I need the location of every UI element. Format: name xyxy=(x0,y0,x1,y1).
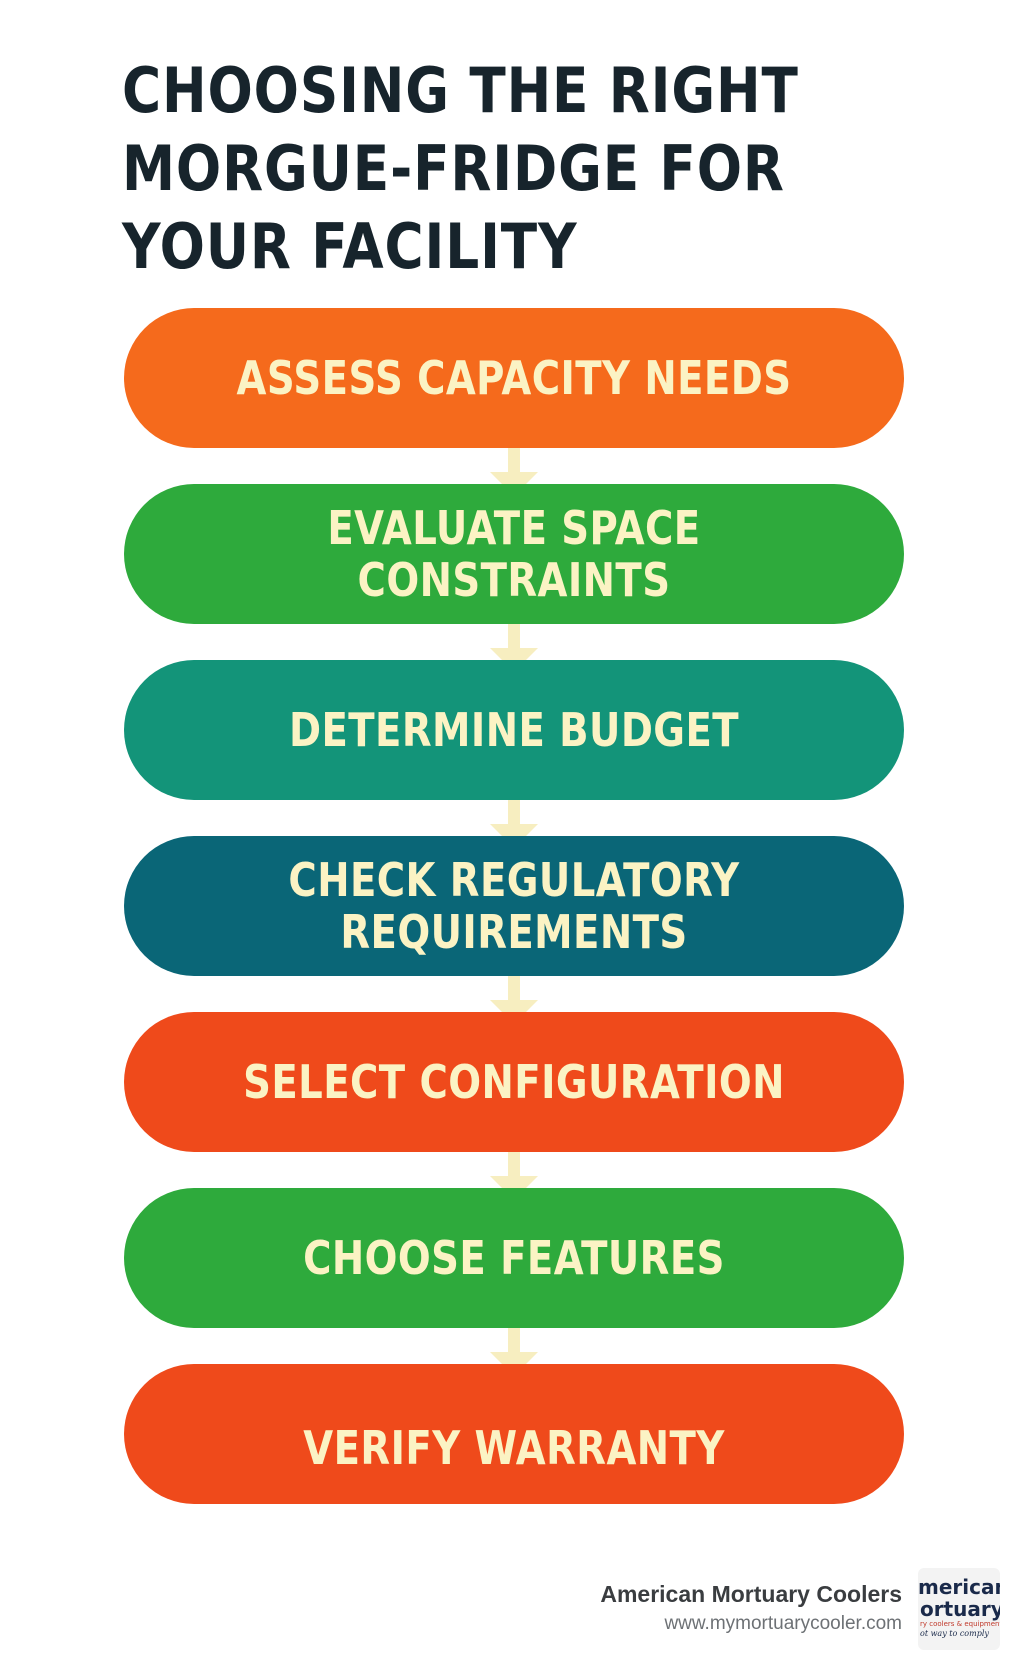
svg-text:ortuary: ortuary xyxy=(920,1597,1000,1621)
step-label: DETERMINE BUDGET xyxy=(288,703,740,757)
brand-name: American Mortuary Coolers xyxy=(600,1581,902,1607)
svg-text:ry coolers & equipment: ry coolers & equipment xyxy=(920,1620,1000,1628)
brand-logo: merican ortuary ry coolers & equipment o… xyxy=(918,1568,1000,1650)
flowchart: ASSESS CAPACITY NEEDS EVALUATE SPACE CON… xyxy=(124,308,904,1504)
step-select-configuration: SELECT CONFIGURATION xyxy=(124,1012,904,1152)
step-label: CHECK REGULATORY REQUIREMENTS xyxy=(288,853,740,959)
step-label: CHOOSE FEATURES xyxy=(303,1231,725,1285)
step-verify-warranty: VERIFY WARRANTY xyxy=(124,1364,904,1504)
page-title: CHOOSING THE RIGHT MORGUE-FRIDGE FOR YOU… xyxy=(122,54,799,284)
step-evaluate-space: EVALUATE SPACE CONSTRAINTS xyxy=(124,484,904,624)
step-label: VERIFY WARRANTY xyxy=(303,1421,725,1475)
step-label: SELECT CONFIGURATION xyxy=(243,1055,785,1109)
step-label: ASSESS CAPACITY NEEDS xyxy=(236,351,792,405)
logo-image: merican ortuary ry coolers & equipment o… xyxy=(918,1575,1000,1638)
brand-text: American Mortuary Coolers www.mymortuary… xyxy=(600,1579,902,1639)
svg-text:ot way to comply: ot way to comply xyxy=(920,1629,989,1638)
step-choose-features: CHOOSE FEATURES xyxy=(124,1188,904,1328)
step-label: EVALUATE SPACE CONSTRAINTS xyxy=(327,501,701,607)
brand-footer: American Mortuary Coolers www.mymortuary… xyxy=(600,1568,1000,1650)
svg-text:merican: merican xyxy=(918,1575,1000,1599)
step-determine-budget: DETERMINE BUDGET xyxy=(124,660,904,800)
step-check-regulatory: CHECK REGULATORY REQUIREMENTS xyxy=(124,836,904,976)
brand-url: www.mymortuarycooler.com xyxy=(664,1613,902,1634)
step-assess-capacity: ASSESS CAPACITY NEEDS xyxy=(124,308,904,448)
